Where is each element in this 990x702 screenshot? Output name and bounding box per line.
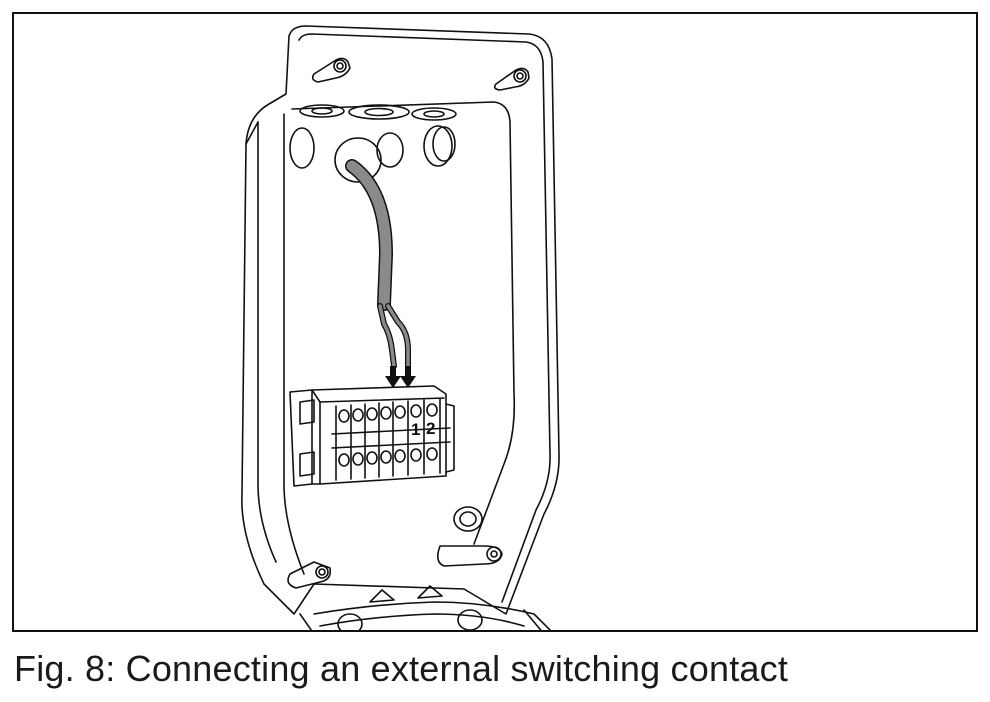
lower-mounting-screws bbox=[287, 506, 503, 589]
insertion-arrows bbox=[385, 366, 416, 388]
cable-gland-row bbox=[289, 104, 457, 183]
top-mounting-screws bbox=[311, 57, 530, 91]
bottom-cable-brackets bbox=[299, 585, 552, 630]
external-cable bbox=[345, 159, 411, 369]
terminal-label-2: 2 bbox=[426, 419, 435, 438]
terminal-top-screws bbox=[338, 403, 438, 423]
wallbox-wiring-illustration: 1 2 bbox=[241, 25, 560, 630]
figure-caption: Fig. 8: Connecting an external switching… bbox=[14, 648, 789, 689]
figure-frame: 1 2 bbox=[12, 12, 978, 632]
terminal-bottom-screws bbox=[338, 447, 438, 467]
housing-shell bbox=[241, 25, 560, 615]
terminal-block bbox=[289, 385, 455, 487]
terminal-label-1: 1 bbox=[411, 420, 420, 439]
